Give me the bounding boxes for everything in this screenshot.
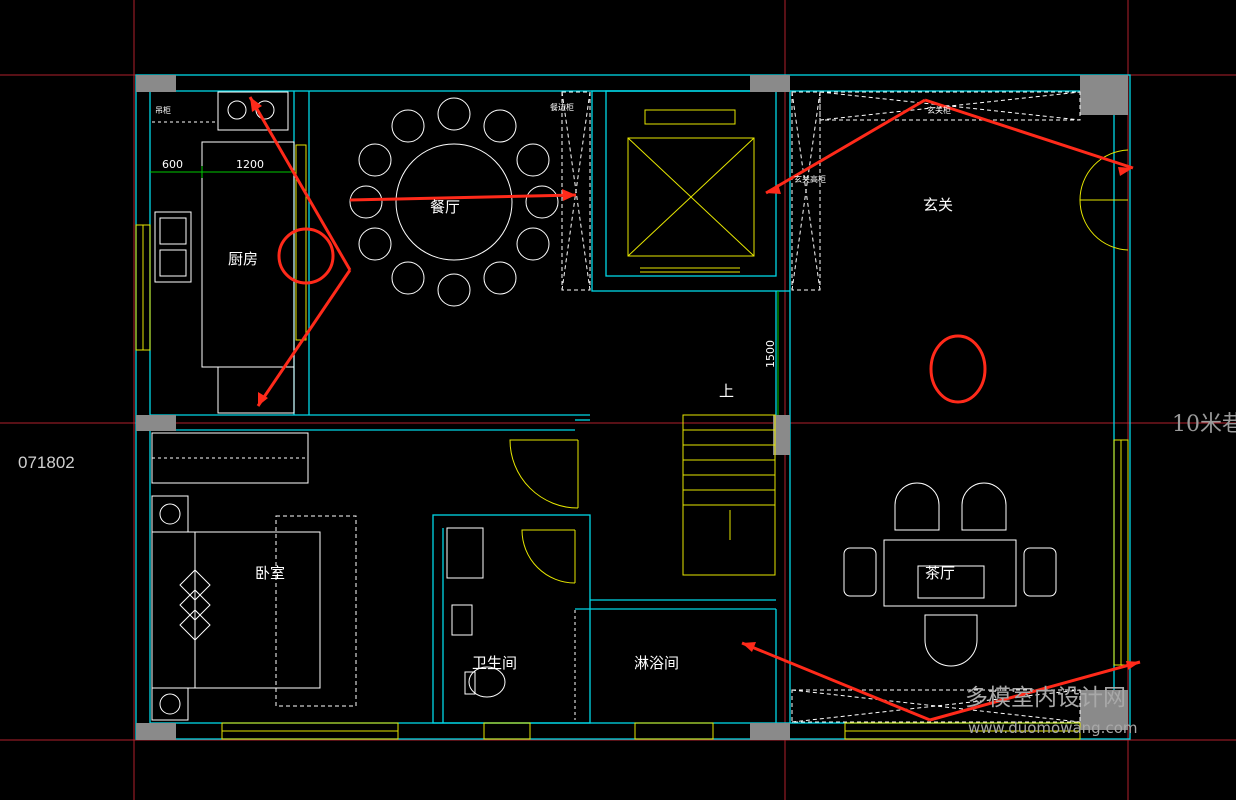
room-label-tea-room: 茶厅 [925,564,955,582]
dining-chairs [349,97,559,307]
room-label-bedroom: 卧室 [255,564,285,582]
drawing-id: 071802 [18,453,75,472]
label-foyer-cabinet: 玄关高柜 [794,174,826,184]
stair-up-label: 上 [719,382,734,400]
dimension-lines [150,166,779,415]
furniture [151,91,1081,723]
foyer-circle-mark [929,334,987,404]
walls [135,74,1131,740]
dimension-1200: 1200 [236,158,264,171]
watermark-url: www.duomowang.com [968,719,1137,737]
red-arrowheads [250,97,1140,670]
room-label-toilet: 卫生间 [472,654,517,672]
label-shoe-cabinet: 玄关柜 [927,105,951,115]
room-label-foyer: 玄关 [923,196,953,214]
watermark-cn: 多模室内设计网 [965,685,1126,711]
windows [135,109,1129,740]
room-label-shower: 淋浴间 [634,654,679,672]
red-markings [248,96,1141,722]
columns [136,75,1128,740]
room-label-kitchen: 厨房 [228,250,258,268]
label-kitchen-cabinet: 吊柜 [155,105,171,115]
street-label: 10米巷 [1172,412,1236,437]
dimension-1500: 1500 [764,340,777,368]
room-label-dining: 餐厅 [430,198,460,216]
kitchen-circle-mark [277,227,335,285]
label-wine-cabinet: 餐边柜 [550,102,574,112]
dimension-600: 600 [162,158,183,171]
